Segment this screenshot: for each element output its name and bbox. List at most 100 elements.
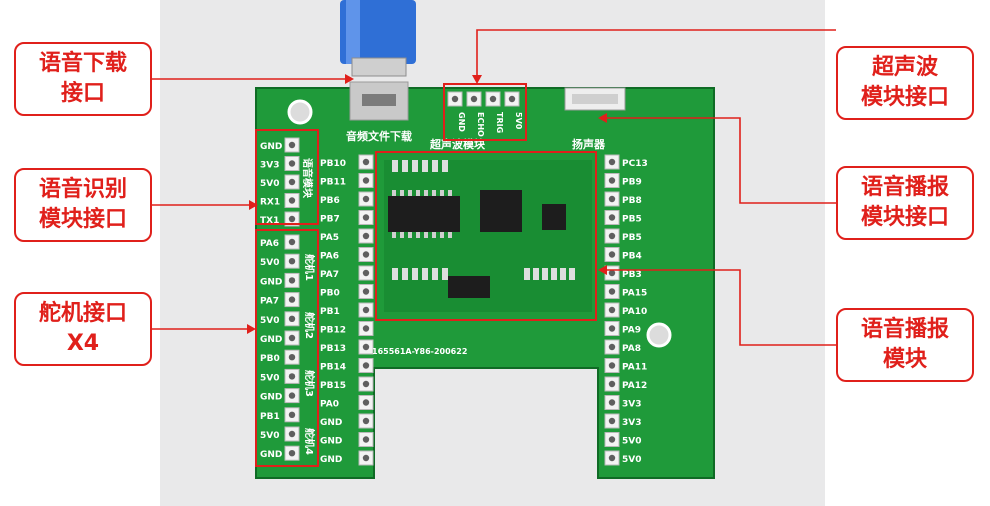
callout-player-port: 语音播报模块接口 (836, 166, 974, 240)
servo-pin-label: 5V0 (260, 373, 280, 383)
servo-pin-label: 5V0 (260, 431, 280, 441)
callout-servo-line2: X4 (66, 331, 100, 356)
right-pin-label: 3V3 (622, 418, 642, 428)
servo-pin-label: PA6 (260, 239, 279, 249)
ultrasonic-pin-label: ECHO (476, 112, 485, 137)
servo-pin-label: 5V0 (260, 316, 280, 326)
callout-player-port-line1: 语音播报 (860, 175, 949, 200)
smd-part-top (392, 160, 398, 172)
leader-servo-arrow (247, 324, 256, 334)
smd-part-bottom (432, 268, 438, 280)
left-inner-pin-label: PB11 (320, 178, 346, 188)
servo-pin-label: GND (260, 450, 282, 460)
leader-voice-recognition-arrow (249, 200, 258, 210)
left-inner-pin-label: PB15 (320, 381, 346, 391)
left-inner-pin-label: PB0 (320, 289, 340, 299)
ic-center (480, 190, 522, 232)
recognition-pin-label: 5V0 (260, 179, 280, 189)
left-inner-header-hole (362, 288, 370, 295)
left-inner-pin-label: PB6 (320, 196, 340, 206)
ultrasonic-header-hole (508, 95, 516, 103)
right-header-hole (608, 436, 616, 443)
callout-servo: 舵机接口 X4 (14, 292, 152, 366)
left-inner-header-hole (362, 343, 370, 351)
right-header-hole (608, 214, 616, 221)
ic-left-pin (416, 190, 420, 196)
left-inner-header-hole (362, 454, 370, 462)
usb-socket-opening (362, 94, 396, 106)
callout-voice-recognition-line2: 模块接口 (38, 207, 127, 232)
ultrasonic-pin-label: GND (457, 112, 466, 132)
smd-part-bottom (442, 268, 448, 280)
leader-player-module (600, 269, 836, 346)
callout-voice-recognition-line1: 语音识别 (38, 177, 127, 202)
servo-pin-label: PB1 (260, 412, 280, 422)
right-pin-label: PA11 (622, 363, 647, 373)
silk-speaker-label: 扬声器 (572, 137, 606, 151)
left-inner-header-hole (362, 214, 370, 221)
ic-left-pin (392, 190, 396, 196)
callout-ultrasonic: 超声波模块接口 (836, 46, 974, 120)
right-pin-label: 5V0 (622, 455, 642, 465)
callout-servo-line1: 舵机接口 (38, 301, 127, 326)
left-inner-header-hole (362, 158, 370, 166)
ultrasonic-pin-label: TRIG (495, 112, 504, 133)
ic-left-pin (448, 232, 452, 238)
ic-left-pin (424, 232, 428, 238)
servo-pin-label: PA7 (260, 297, 279, 307)
recognition-pin-label: TX1 (260, 216, 279, 226)
left-inner-header-hole (362, 417, 370, 425)
servo-header-hole (288, 296, 296, 303)
recognition-header-hole (288, 160, 296, 167)
left-inner-pin-label: PB1 (320, 307, 340, 317)
mounting-hole-top-left (287, 99, 313, 125)
right-pin-label: PA9 (622, 326, 641, 336)
recognition-header-hole (288, 178, 296, 186)
right-pin-label: PB5 (622, 233, 642, 243)
silk-recognition-label: 语音模块 (301, 158, 314, 199)
recognition-header-hole (288, 197, 296, 204)
board-serial-label: 165561A-Y86-200622 (372, 347, 467, 356)
callout-player-module-line2: 模块 (882, 347, 927, 372)
left-inner-header-hole (362, 306, 370, 314)
right-header-hole (608, 232, 616, 240)
ic-left-pin (416, 232, 420, 238)
left-inner-pin-label: GND (320, 455, 342, 465)
ic-left-pin (440, 190, 444, 196)
mounting-hole-right (646, 322, 672, 348)
left-inner-pin-label: PB14 (320, 363, 346, 373)
right-pin-label: 5V0 (622, 437, 642, 447)
smd-part-top (432, 160, 438, 172)
servo-header-hole (288, 315, 296, 322)
right-header-hole (608, 177, 616, 184)
right-header-hole (608, 251, 616, 258)
servo-header-hole (288, 334, 296, 342)
ic-left-pin (400, 190, 404, 196)
right-header-hole (608, 269, 616, 277)
left-inner-header-hole (362, 232, 370, 240)
smd-part-bottom (422, 268, 428, 280)
right-pin-label: PA10 (622, 307, 647, 317)
ic-left-pin (392, 232, 396, 238)
left-inner-pin-label: GND (320, 437, 342, 447)
right-header-hole (608, 288, 616, 295)
servo-header-hole (288, 277, 296, 284)
recognition-pin-label: GND (260, 142, 282, 152)
right-header-hole (608, 362, 616, 369)
left-inner-pin-label: PA6 (320, 252, 339, 262)
ic-left-pin (400, 232, 404, 238)
servo-pin-label: PB0 (260, 354, 280, 364)
right-pin-label: PC13 (622, 159, 648, 169)
right-pin-label: PA12 (622, 381, 647, 391)
recognition-header-hole (288, 215, 296, 223)
right-header-hole (608, 343, 616, 351)
callout-ultrasonic-line1: 超声波 (871, 55, 938, 80)
ic-right (542, 204, 566, 230)
ultrasonic-header-hole (451, 95, 459, 103)
servo-group-label: 舵机1 (303, 254, 316, 281)
left-inner-header-hole (362, 177, 370, 184)
servo-header-hole (288, 430, 296, 438)
highlight-ultrasonic (443, 83, 527, 141)
recognition-pin-label: RX1 (260, 198, 280, 208)
